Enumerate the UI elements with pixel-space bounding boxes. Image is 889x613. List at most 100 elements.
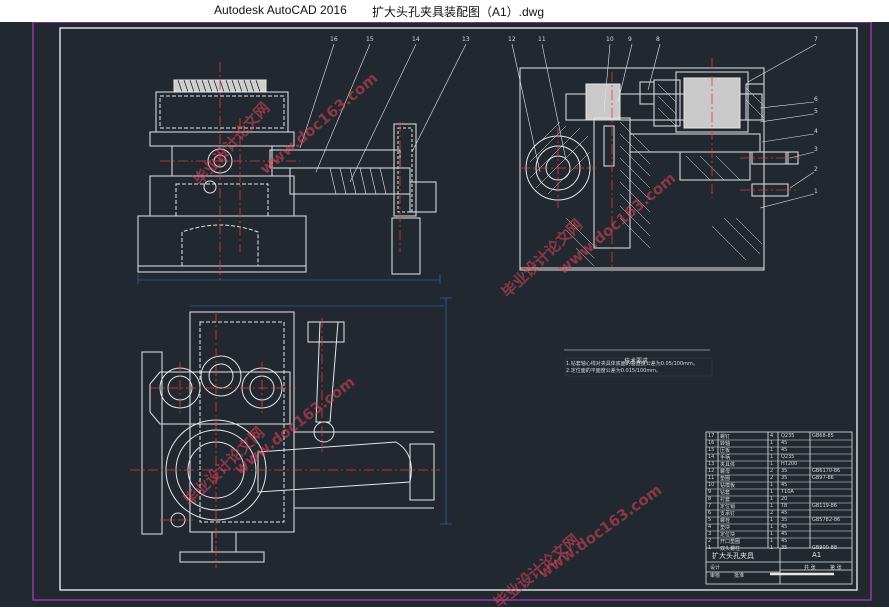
bom-cell-name: 螺母 [720,469,731,475]
bom-cell-qty: 1 [770,447,774,453]
bom-cell-no: 11 [708,475,715,481]
bom-row-lines [706,439,852,539]
section-callout: 8 [656,36,660,43]
bom-cell-qty: 1 [770,538,774,544]
tech-box [565,357,713,377]
bom-cell-mat: 45 [781,482,788,488]
section-callout: 5 [814,108,818,115]
section-callout: 3 [814,146,818,153]
bom-cell-name: 手柄 [720,455,731,461]
tech-requirement-2: 2.定位面的平面度公差为0.015/100mm。 [566,368,662,374]
bom-cell-no: 8 [708,496,712,502]
bom-cell-std: GB97-86 [812,475,834,481]
bom-cell-qty: 1 [770,517,774,523]
title-block-total-sheets: 共 张 [804,565,816,571]
bom-cell-qty: 1 [770,482,774,488]
bom-cell-name: 双头螺柱 [720,546,741,552]
sheet-border [32,22,872,601]
bom-cell-qty: 1 [770,531,774,537]
bom-cell-no: 14 [708,454,715,460]
section-callout: 10 [606,36,614,43]
title-bar: Autodesk AutoCAD 2016 扩大头孔夹具装配图（A1）.dwg [0,0,889,22]
front-callout: 15 [366,36,374,43]
bom-cell-mat: 35 [781,475,788,481]
bom-cell-std: GB900-88 [812,545,838,551]
front-dimensions [137,274,441,284]
bom-cell-mat: Q235 [781,433,795,439]
section-callout: 9 [628,36,632,43]
bom-cell-name: 压板 [720,448,731,454]
bom-cell-name: 螺钉 [720,434,731,440]
bom-cell-std: GB5782-86 [812,517,841,523]
bom-cell-qty: 1 [770,503,774,509]
bom-cell-qty: 4 [770,433,774,439]
front-callout: 16 [330,36,338,43]
bom-cell-name: 螺栓 [720,518,731,524]
section-callout: 7 [814,36,818,43]
bom-cell-name: 夹具体 [720,462,736,468]
title-block-sheet-no: 第 张 [830,565,842,571]
title-block-approve: 批准 [734,573,745,579]
bom-cell-qty: 1 [770,489,774,495]
bom-cell-mat: T8 [781,503,788,509]
top-dimensions [190,297,452,525]
bom-cell-no: 6 [708,510,712,516]
bom-cell-mat: T10A [781,489,794,495]
tech-requirement-1: 1.钻套轴心线对夹具体底面的垂直度公差为0.05/100mm。 [566,361,698,367]
front-centerlines [160,62,401,280]
bom-cell-mat: Q235 [781,454,795,460]
bom-cell-name: 转轴 [720,441,731,447]
front-callout: 14 [412,36,420,43]
bom-cell-mat: 45 [781,524,788,530]
section-callout: 4 [814,128,818,135]
file-title: 扩大头孔夹具装配图（A1）.dwg [372,5,545,19]
bom-cell-mat: 45 [781,447,788,453]
bom-cell-mat: HT200 [781,461,798,467]
section-callout: 2 [814,166,818,173]
bom-cell-name: 衬套 [720,497,731,503]
bom-cell-no: 13 [708,461,715,467]
bom-cell-mat: 35 [781,517,788,523]
bom-cell-qty: 1 [770,524,774,530]
bom-cell-no: 4 [708,524,712,530]
bom-cell-name: 钻套 [720,490,731,496]
front-leaders [299,43,467,183]
title-block-review: 审核 [710,573,721,579]
bom-cell-qty: 2 [770,510,774,516]
bom-cell-no: 10 [708,482,715,488]
bom-cell-std: GB6170-86 [812,468,841,474]
bom-cell-mat: 35 [781,545,788,551]
bom-cell-name: 支承钉 [720,511,736,517]
bom-table [705,431,853,585]
bom-cell-no: 16 [708,440,715,446]
front-callout: 13 [462,36,470,43]
bom-cell-std: GB119-86 [812,503,838,509]
drawing-frame [59,27,858,591]
bom-cell-name: 定位块 [720,532,736,538]
section-callout: 12 [508,36,516,43]
bom-cell-name: 垫圈 [720,476,731,482]
bom-cell-no: 2 [708,538,712,544]
bom-cell-mat: 45 [781,531,788,537]
bom-cell-mat: 45 [781,510,788,516]
bom-cell-mat: 45 [781,440,788,446]
bom-cell-name: 开口垫圈 [720,539,741,545]
bom-cell-no: 3 [708,531,712,537]
title-block-name: 扩大头孔夹具 [712,552,754,560]
bom-cell-no: 15 [708,447,715,453]
bom-cell-no: 7 [708,503,712,509]
bom-cell-qty: 2 [770,475,774,481]
bom-cell-no: 9 [708,489,712,495]
bom-cell-name: 定位销 [720,504,736,510]
bom-cell-mat: 35 [781,468,788,474]
bom-cell-no: 17 [708,433,715,439]
bom-cell-name: 垫块 [720,525,731,531]
title-block-sheet: A1 [812,551,822,559]
bom-cell-qty: 1 [770,440,774,446]
section-callout: 6 [814,96,818,103]
bom-cell-qty: 2 [770,468,774,474]
bom-cell-qty: 1 [770,454,774,460]
bom-cell-no: 5 [708,517,712,523]
tech-requirements-title: 技术要求 [624,358,649,365]
